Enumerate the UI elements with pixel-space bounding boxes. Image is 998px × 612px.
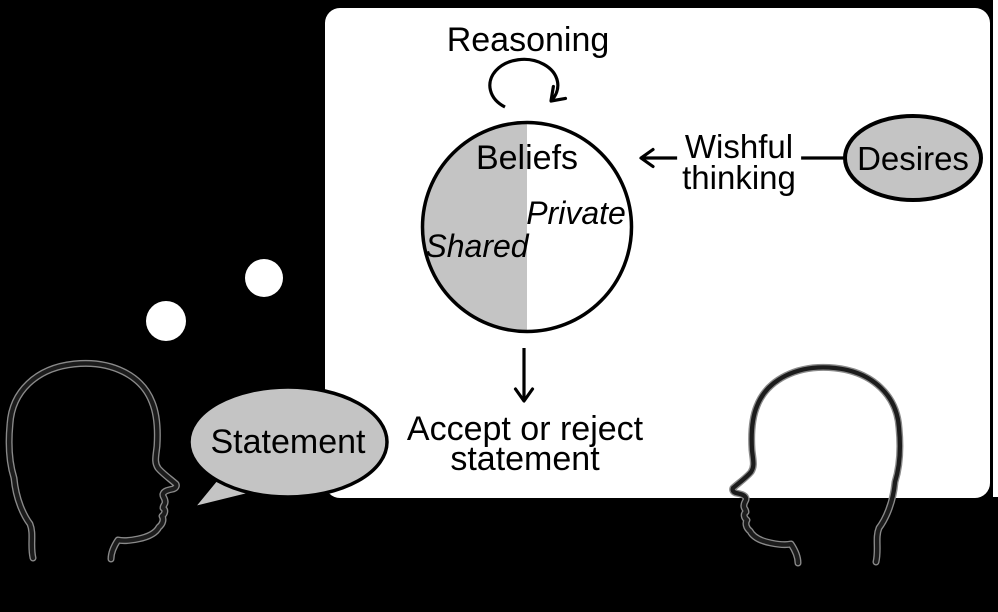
- wishful-line2: thinking: [682, 159, 796, 196]
- thought-dot-large: [245, 259, 283, 297]
- wishful-line1: Wishful: [684, 128, 794, 165]
- desires-ellipse: [843, 114, 983, 202]
- reasoning-loop-arrow: [488, 57, 568, 109]
- accept-line2: statement: [450, 440, 600, 478]
- right-head-outline: [733, 367, 900, 563]
- desires-label: Desires: [857, 140, 969, 177]
- shared-label: Shared: [425, 228, 529, 264]
- statement-bubble: [187, 385, 389, 510]
- beliefs-circle: [420, 120, 634, 334]
- accept-reject-label: Accept or reject statement: [407, 412, 643, 476]
- reasoning-label: Reasoning: [446, 21, 610, 59]
- wishful-thinking-label: Wishful thinking: [677, 128, 801, 196]
- beliefs-outline: [420, 120, 634, 334]
- beliefs-shared-half: [422, 122, 527, 332]
- private-label: Private: [526, 195, 626, 231]
- page-margin-strip: [993, 0, 998, 497]
- accept-line1: Accept or reject: [406, 410, 644, 448]
- beliefs-label: Beliefs: [475, 139, 579, 177]
- thought-dot-small: [146, 301, 186, 341]
- left-head-outline: [9, 363, 176, 559]
- statement-label: Statement: [210, 423, 366, 461]
